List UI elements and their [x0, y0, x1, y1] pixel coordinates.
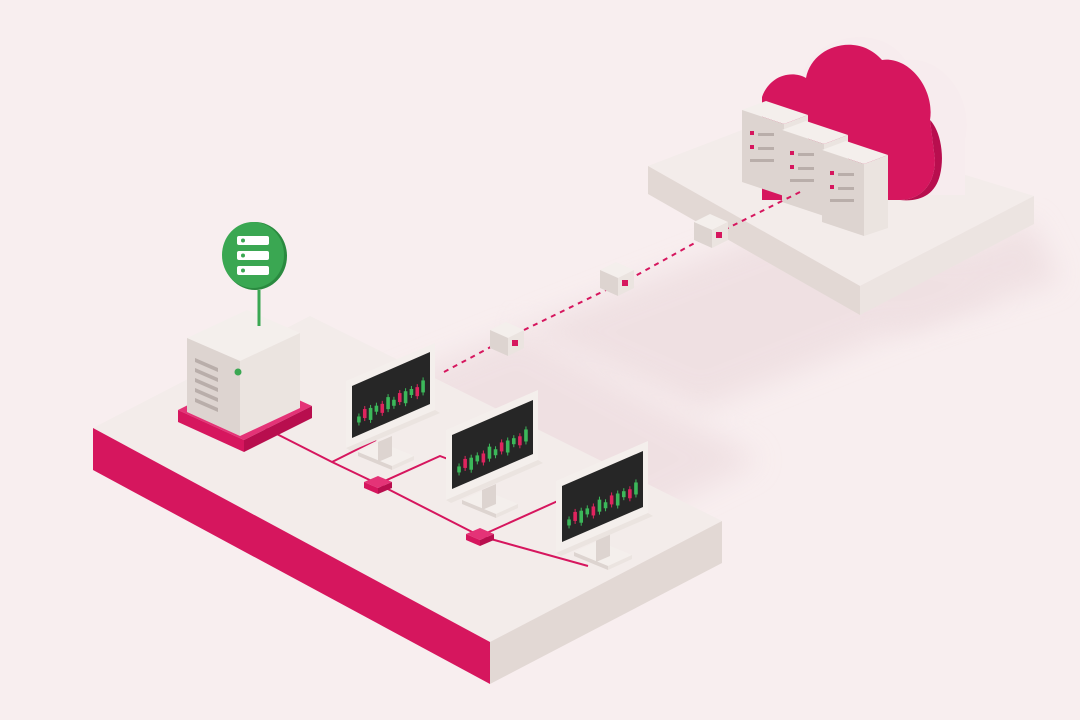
cable-connector: [364, 476, 392, 494]
candle-body: [386, 397, 390, 410]
local-server[interactable]: [178, 310, 312, 452]
candle-body: [493, 449, 498, 456]
candlestick-chart-icon: [457, 426, 528, 476]
candle-body: [357, 416, 361, 423]
candle-body: [403, 391, 408, 404]
candle-body: [380, 403, 385, 413]
candle-body: [573, 511, 577, 521]
candle-body: [505, 440, 510, 453]
cloud-server-3[interactable]: [822, 141, 888, 236]
local-platform-right: [490, 521, 722, 684]
cloud-platform-front: [648, 166, 860, 315]
candle-body: [368, 407, 373, 420]
candle-body: [591, 506, 596, 516]
candle-body: [463, 458, 467, 468]
candle-body: [597, 499, 602, 512]
trading-monitor-3[interactable]: [556, 441, 653, 570]
candle-body: [409, 388, 414, 395]
data-packet: [490, 322, 524, 356]
candle-body: [457, 466, 461, 473]
candle-body: [469, 457, 474, 470]
trading-monitor-1[interactable]: [346, 343, 440, 470]
candle-body: [585, 508, 590, 515]
local-platform-front: [93, 428, 490, 684]
candle-body: [475, 455, 480, 462]
candle-body: [628, 489, 632, 499]
server-status-icon: [222, 222, 287, 326]
candle-body: [511, 438, 516, 445]
candle-body: [392, 399, 396, 406]
candle-body: [499, 442, 504, 452]
server-vent: [195, 358, 218, 412]
candlestick-chart-icon: [357, 377, 425, 426]
candle-body: [615, 493, 620, 506]
candle-body: [362, 409, 367, 419]
candle-body: [397, 393, 402, 403]
candle-body: [567, 519, 571, 526]
candle-body: [603, 502, 608, 509]
candle-body: [609, 495, 614, 505]
candle-body: [524, 429, 528, 442]
candle-body: [481, 453, 486, 463]
power-led-icon: [234, 368, 242, 376]
cloud-platform-right: [860, 196, 1034, 315]
candle-body: [621, 491, 626, 498]
trading-monitor-2[interactable]: [446, 390, 543, 518]
candle-body: [415, 387, 420, 397]
candle-body: [518, 436, 522, 446]
cable-connector: [466, 528, 494, 546]
candlestick-chart-icon: [567, 479, 638, 529]
candle-body: [579, 510, 584, 523]
data-packet: [600, 262, 634, 296]
candle-body: [487, 446, 492, 459]
candle-body: [374, 405, 379, 412]
data-packet: [694, 214, 728, 248]
candle-body: [421, 380, 425, 393]
candle-body: [634, 482, 638, 495]
